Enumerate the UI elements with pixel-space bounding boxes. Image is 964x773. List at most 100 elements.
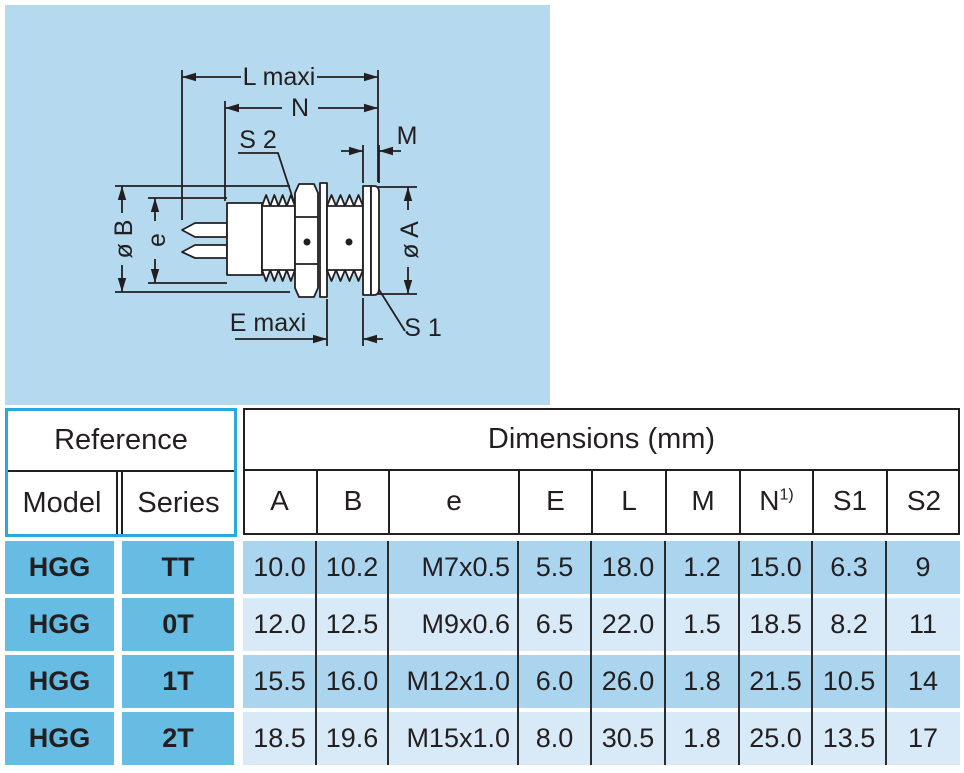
table-cell: 18.5 (253, 723, 306, 753)
column-separator-line (664, 541, 666, 765)
table-cell: 16.0 (325, 666, 379, 696)
column-separator-line (811, 541, 813, 765)
dim-column-header: N1) (739, 471, 812, 533)
table-cell: 12.0 (253, 609, 306, 639)
dim-label-e: e (143, 233, 171, 247)
row-band (243, 598, 960, 651)
rear-insulator-block (226, 202, 263, 276)
reference-header-block: Reference Model Series (5, 408, 237, 537)
table-cell: 13.5 (822, 723, 876, 753)
rear-thread-body (261, 204, 296, 272)
rear-thread-teeth-top (261, 194, 296, 207)
dim-label-dia-a: ø A (396, 221, 424, 259)
table-cell: 1.8 (683, 723, 721, 753)
table-cell: 19.6 (325, 723, 379, 753)
column-separator-line (885, 541, 887, 765)
dim-label-l-maxi: L maxi (243, 63, 316, 91)
table-cell: 6.0 (535, 666, 574, 696)
dim-column-header: e (388, 471, 518, 533)
dim-column-label: N (759, 485, 780, 516)
lower-contact-pin (181, 244, 228, 259)
dim-column-label: S2 (906, 485, 942, 516)
reference-subheader-row: Model Series (8, 472, 234, 534)
table-cell: 12.5 (325, 609, 379, 639)
table-cell: 10.5 (822, 666, 876, 696)
connector-dimension-drawing: L maxi N S 2 M ø B e ø A E maxi S 1 (110, 63, 442, 346)
row-band (243, 655, 960, 708)
table-cell: 10.0 (253, 552, 306, 582)
dimension-arrowheads (117, 72, 413, 344)
dim-column-header: S2 (886, 471, 960, 533)
model-cell: HGG (5, 655, 114, 708)
table-cell: 18.0 (601, 552, 655, 582)
table-cell: 18.5 (749, 609, 802, 639)
column-separator-line (738, 541, 740, 765)
table-cell: 9 (915, 552, 931, 582)
column-separator-line (590, 541, 592, 765)
row-band (243, 541, 960, 594)
row-band (243, 712, 960, 765)
series-column-header: Series (121, 472, 234, 534)
table-row: 10.0 10.2 M7x0.5 5.5 18.0 1.2 15.0 6.3 9 (243, 541, 960, 594)
rear-thread-teeth-bottom (261, 269, 296, 282)
table-cell: 8.2 (830, 609, 868, 639)
dim-label-s1: S 1 (404, 314, 442, 342)
table-cell: 17 (907, 723, 939, 753)
front-washer (362, 185, 372, 296)
table-cell: 5.5 (535, 552, 574, 582)
front-flange (370, 185, 380, 296)
model-cell: HGG (5, 712, 114, 765)
column-separator-line (387, 541, 389, 765)
dim-column-header: S1 (812, 471, 886, 533)
reference-header: Reference (8, 411, 234, 472)
table-cell: 1.5 (683, 609, 721, 639)
dim-column-footnote-mark: 1) (779, 486, 794, 504)
dim-label-dia-b: ø B (110, 220, 138, 259)
dim-label-s2: S 2 (239, 126, 277, 154)
model-cell: HGG (5, 541, 114, 594)
table-cell: M9x0.6 (421, 609, 510, 639)
table-cell: 6.3 (830, 552, 868, 582)
table-cell: 26.0 (601, 666, 655, 696)
connector-drawing-panel: L maxi N S 2 M ø B e ø A E maxi S 1 (5, 5, 550, 405)
dim-column-label: B (343, 485, 363, 516)
upper-contact-pin (181, 222, 228, 238)
dimensions-header-block: Dimensions (mm) (243, 408, 960, 535)
model-cell: HGG (5, 598, 114, 651)
table-cell: 22.0 (601, 609, 655, 639)
table-cell: 15.0 (749, 552, 802, 582)
table-cell: 1.2 (683, 552, 721, 582)
table-cell: 25.0 (749, 723, 802, 753)
rear-washer (319, 182, 328, 298)
dim-column-label: e (446, 485, 462, 516)
series-cell: 0T (122, 598, 234, 651)
table-cell: 10.2 (325, 552, 379, 582)
dim-label-e-maxi: E maxi (230, 309, 306, 337)
table-cell: 14 (907, 666, 939, 696)
series-cell: 1T (122, 655, 234, 708)
table-cell: 11 (908, 609, 938, 639)
dim-column-header: A (243, 471, 316, 533)
dim-column-header: L (591, 471, 665, 533)
table-cell: 15.5 (253, 666, 306, 696)
model-column-header: Model (8, 472, 118, 534)
dim-column-header: M (665, 471, 739, 533)
dim-column-label: E (546, 485, 565, 516)
s2-leader-dot (303, 238, 311, 246)
leader-dots (303, 238, 353, 246)
dim-label-m: M (397, 122, 418, 150)
hex-nut-facet-lines (295, 216, 318, 265)
s1-leader-dot (345, 238, 353, 246)
dim-column-header: B (316, 471, 388, 533)
dim-column-label: A (270, 485, 289, 516)
dimensions-header: Dimensions (mm) (245, 410, 958, 471)
table-cell: M7x0.5 (421, 552, 510, 582)
dim-column-label: S1 (832, 485, 868, 516)
column-separator-line (315, 541, 317, 765)
table-cell: 30.5 (601, 723, 655, 753)
series-cell: TT (122, 541, 234, 594)
table-cell: 8.0 (535, 723, 574, 753)
